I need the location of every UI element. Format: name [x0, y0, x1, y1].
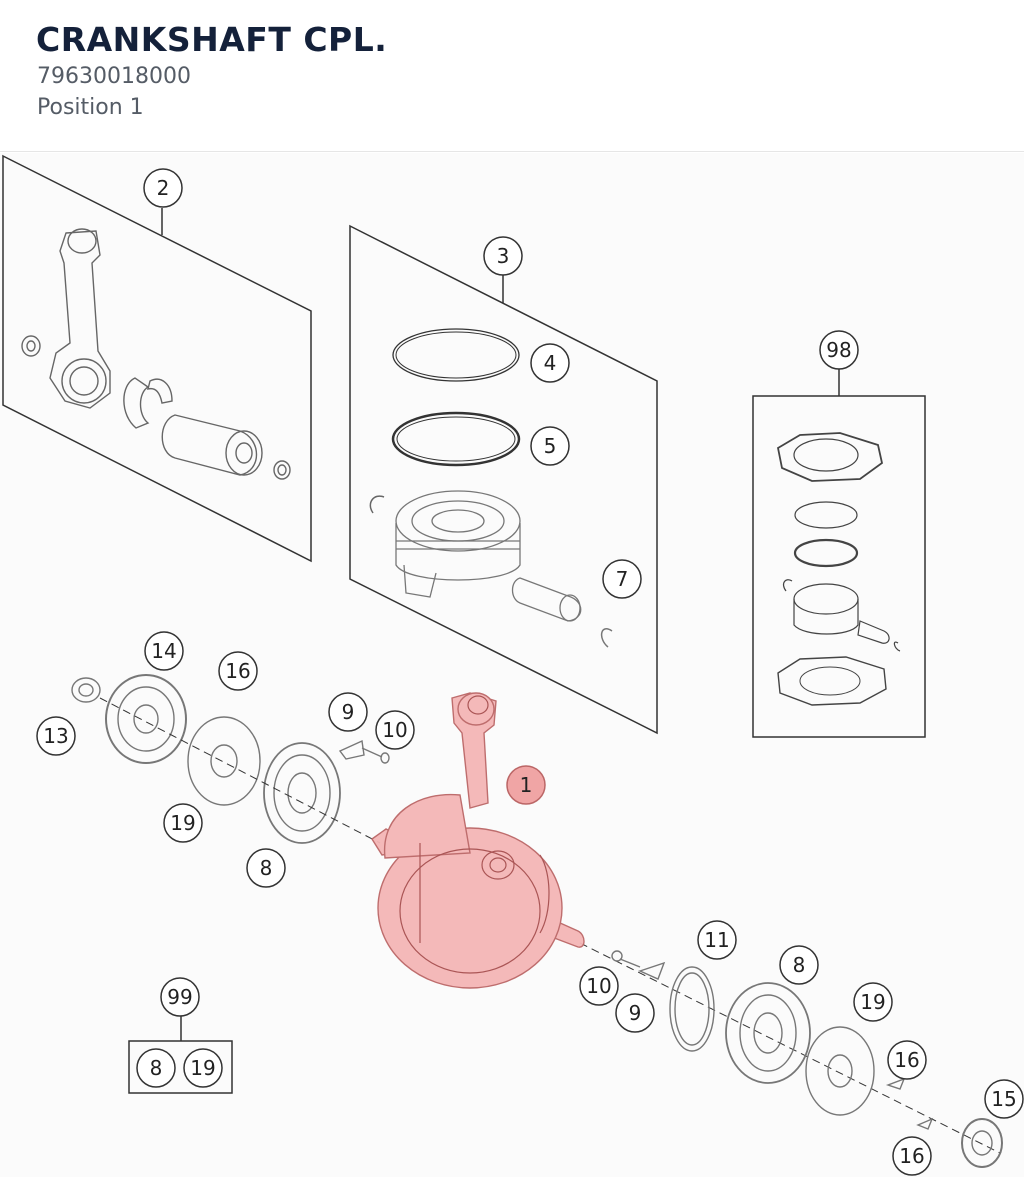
- callout-15-label: 15: [991, 1087, 1016, 1111]
- callout-7[interactable]: [602, 559, 642, 599]
- callout-8-right-label: 8: [793, 953, 806, 977]
- callout-19-right[interactable]: [853, 982, 893, 1022]
- callout-5-label: 5: [544, 434, 557, 458]
- callout-13[interactable]: [36, 716, 76, 756]
- callout-13-label: 13: [43, 724, 68, 748]
- callout-3[interactable]: [483, 236, 523, 276]
- callout-10-left[interactable]: [375, 710, 415, 750]
- box-piston-kit: [349, 224, 658, 735]
- callout-16-mid-label: 16: [894, 1048, 919, 1072]
- callout-14-label: 14: [151, 639, 176, 663]
- callout-10-right[interactable]: [579, 966, 619, 1006]
- box-connecting-rod-kit: [2, 154, 312, 563]
- callout-11-label: 11: [704, 928, 729, 952]
- callout-9-left[interactable]: [328, 692, 368, 732]
- callout-7-label: 7: [616, 567, 629, 591]
- left-shaft-parts: [71, 666, 390, 844]
- callout-19-right-label: 19: [860, 990, 885, 1014]
- callout-10-right-label: 10: [586, 974, 611, 998]
- callout-5[interactable]: [530, 426, 570, 466]
- callout-19-left[interactable]: [163, 803, 203, 843]
- exploded-parts-diagram: 2 3 4 5 7 98 14 16 13 9 10 19 8 99 8 19 …: [0, 153, 1024, 1177]
- callout-9-right[interactable]: [615, 993, 655, 1033]
- callout-16-mid[interactable]: [887, 1040, 927, 1080]
- diagram-canvas: 2 3 4 5 7 98 14 16 13 9 10 19 8 99 8 19 …: [2, 154, 1024, 1176]
- callout-99[interactable]: [160, 977, 200, 1017]
- page-header: CRANKSHAFT CPL. 79630018000 Position 1: [0, 0, 1024, 152]
- callout-99-label: 99: [167, 985, 192, 1009]
- callout-8-box[interactable]: [136, 1048, 176, 1088]
- callout-3-label: 3: [497, 244, 510, 268]
- callout-2-label: 2: [157, 176, 170, 200]
- callout-98[interactable]: [819, 330, 859, 370]
- callout-2[interactable]: [143, 168, 183, 208]
- callout-4-label: 4: [544, 351, 557, 375]
- callout-9-left-label: 9: [342, 700, 355, 724]
- callout-15[interactable]: [984, 1079, 1024, 1119]
- callout-19-box[interactable]: [183, 1048, 223, 1088]
- callout-14[interactable]: [144, 631, 184, 671]
- callout-8-left-label: 8: [260, 856, 273, 880]
- piston-parts: [369, 328, 613, 648]
- callout-8-right[interactable]: [779, 945, 819, 985]
- gasket-set-parts: [776, 432, 901, 706]
- page-title: CRANKSHAFT CPL.: [36, 20, 388, 59]
- callout-11[interactable]: [697, 920, 737, 960]
- callout-16-bottom[interactable]: [892, 1136, 932, 1176]
- callout-1-label: 1: [520, 773, 533, 797]
- callout-16-top[interactable]: [218, 651, 258, 691]
- callout-19-left-label: 19: [170, 811, 195, 835]
- callout-16-top-label: 16: [225, 659, 250, 683]
- crankshaft-highlight: [371, 692, 585, 989]
- connecting-rod-parts: [21, 228, 291, 480]
- callout-4[interactable]: [530, 343, 570, 383]
- callout-1[interactable]: [506, 765, 546, 805]
- callout-98-label: 98: [826, 338, 851, 362]
- right-shaft-parts: [611, 950, 1003, 1168]
- callout-9-right-label: 9: [629, 1001, 642, 1025]
- callout-19-box-label: 19: [190, 1056, 215, 1080]
- callout-10-left-label: 10: [382, 718, 407, 742]
- part-number: 79630018000: [37, 64, 191, 89]
- position-label: Position 1: [37, 95, 144, 120]
- callout-8-box-label: 8: [150, 1056, 163, 1080]
- callout-16-bottom-label: 16: [899, 1144, 924, 1168]
- callout-8-left[interactable]: [246, 848, 286, 888]
